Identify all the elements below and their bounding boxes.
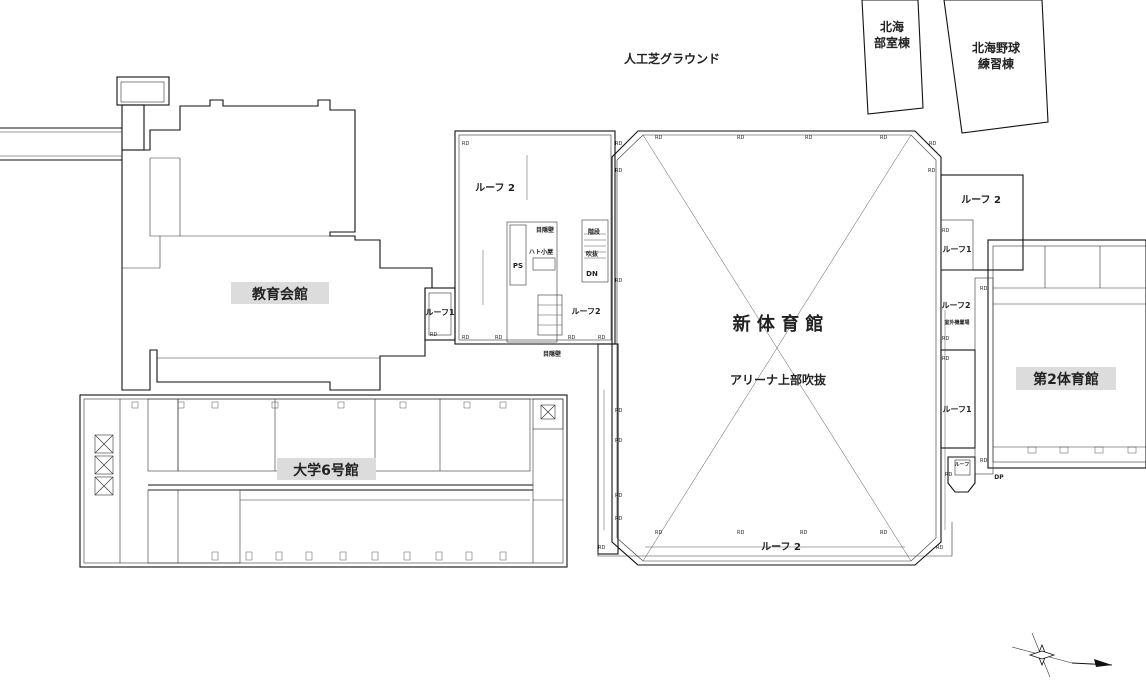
label-roof1-small: ルーフ xyxy=(955,462,970,468)
svg-text:RD: RD xyxy=(942,336,949,342)
svg-text:RD: RD xyxy=(655,135,662,141)
label-dn: DN xyxy=(586,270,598,278)
svg-text:RD: RD xyxy=(495,335,502,341)
label-second-gym: 第2体育館 xyxy=(1033,371,1099,388)
label-artificial-turf: 人工芝グラウンド xyxy=(624,51,720,66)
svg-text:RD: RD xyxy=(615,168,622,174)
svg-text:RD: RD xyxy=(598,545,605,551)
svg-text:RD: RD xyxy=(615,408,622,414)
compass-rose-icon xyxy=(1011,632,1113,678)
roof-drain-markers: RD RD RD RD RD RD RD RD RD RD RD RD RD R… xyxy=(430,135,987,551)
label-roof1-east-upper: ルーフ1 xyxy=(942,245,972,254)
svg-text:RD: RD xyxy=(737,135,744,141)
label-roof2-south: ルーフ 2 xyxy=(761,541,801,553)
svg-text:RD: RD xyxy=(568,335,575,341)
roof-area-north xyxy=(454,130,616,345)
svg-text:RD: RD xyxy=(928,168,935,174)
svg-text:RD: RD xyxy=(615,493,622,499)
label-hokkai: 北海 xyxy=(880,19,904,34)
univ-bldg-6 xyxy=(79,394,568,568)
label-stair: 階段 xyxy=(588,228,600,236)
svg-text:RD: RD xyxy=(655,530,662,536)
label-univ-bldg-6: 大学6号館 xyxy=(293,462,359,479)
label-roof1-east-lower: ルーフ1 xyxy=(942,405,972,414)
label-roof2-side: ルーフ2 xyxy=(941,301,970,310)
baseball-practice-bldg xyxy=(943,0,1049,134)
svg-text:RD: RD xyxy=(615,438,622,444)
svg-text:RD: RD xyxy=(800,530,807,536)
east-roofs xyxy=(940,174,1024,493)
label-void-short: 吹抜 xyxy=(586,250,599,258)
svg-text:RD: RD xyxy=(942,356,949,362)
club-room-bldg xyxy=(861,0,924,115)
label-roof2-east: ルーフ 2 xyxy=(961,194,1001,206)
label-arena-void: アリーナ上部吹抜 xyxy=(730,372,827,387)
education-hall-tag xyxy=(231,282,329,304)
label-new-gym: 新 体 育 館 xyxy=(733,313,824,335)
new-gym xyxy=(597,130,953,566)
svg-text:RD: RD xyxy=(880,135,887,141)
svg-text:RD: RD xyxy=(936,545,943,551)
label-baseball-practice-2: 練習棟 xyxy=(978,56,1015,71)
svg-text:RD: RD xyxy=(615,278,622,284)
label-roof2-stair: ルーフ2 xyxy=(571,307,600,316)
svg-text:RD: RD xyxy=(737,530,744,536)
svg-text:RD: RD xyxy=(980,458,987,464)
label-roof1-west: ルーフ1 xyxy=(425,308,455,317)
label-club-room: 部室棟 xyxy=(874,35,911,50)
svg-text:RD: RD xyxy=(462,335,469,341)
second-gym xyxy=(974,239,1146,475)
svg-text:RD: RD xyxy=(462,141,469,147)
univ-bldg-6-tag xyxy=(277,458,376,480)
label-ps: PS xyxy=(513,262,523,270)
label-screen-wall-bottom: 目隠壁 xyxy=(543,350,561,358)
label-screen-wall-top: 目隠壁 xyxy=(536,226,554,234)
label-dp: DP xyxy=(994,474,1004,481)
west-corridor xyxy=(0,127,122,161)
svg-text:RD: RD xyxy=(942,228,949,234)
education-hall xyxy=(116,76,456,391)
svg-text:RD: RD xyxy=(880,530,887,536)
label-outdoor-unit: 室外機置場 xyxy=(944,319,969,326)
svg-text:RD: RD xyxy=(929,141,936,147)
svg-text:RD: RD xyxy=(805,135,812,141)
svg-text:RD: RD xyxy=(615,516,622,522)
second-gym-tag xyxy=(1016,367,1116,390)
label-roof2-north: ルーフ 2 xyxy=(475,182,515,194)
svg-text:RD: RD xyxy=(615,141,622,147)
svg-text:RD: RD xyxy=(430,332,437,338)
label-baseball-practice-1: 北海野球 xyxy=(972,40,1021,55)
svg-text:RD: RD xyxy=(945,472,952,478)
label-pigeon-hut: ハト小屋 xyxy=(529,248,553,256)
svg-text:RD: RD xyxy=(598,335,605,341)
svg-text:RD: RD xyxy=(980,286,987,292)
label-education-hall: 教育会館 xyxy=(252,286,308,303)
